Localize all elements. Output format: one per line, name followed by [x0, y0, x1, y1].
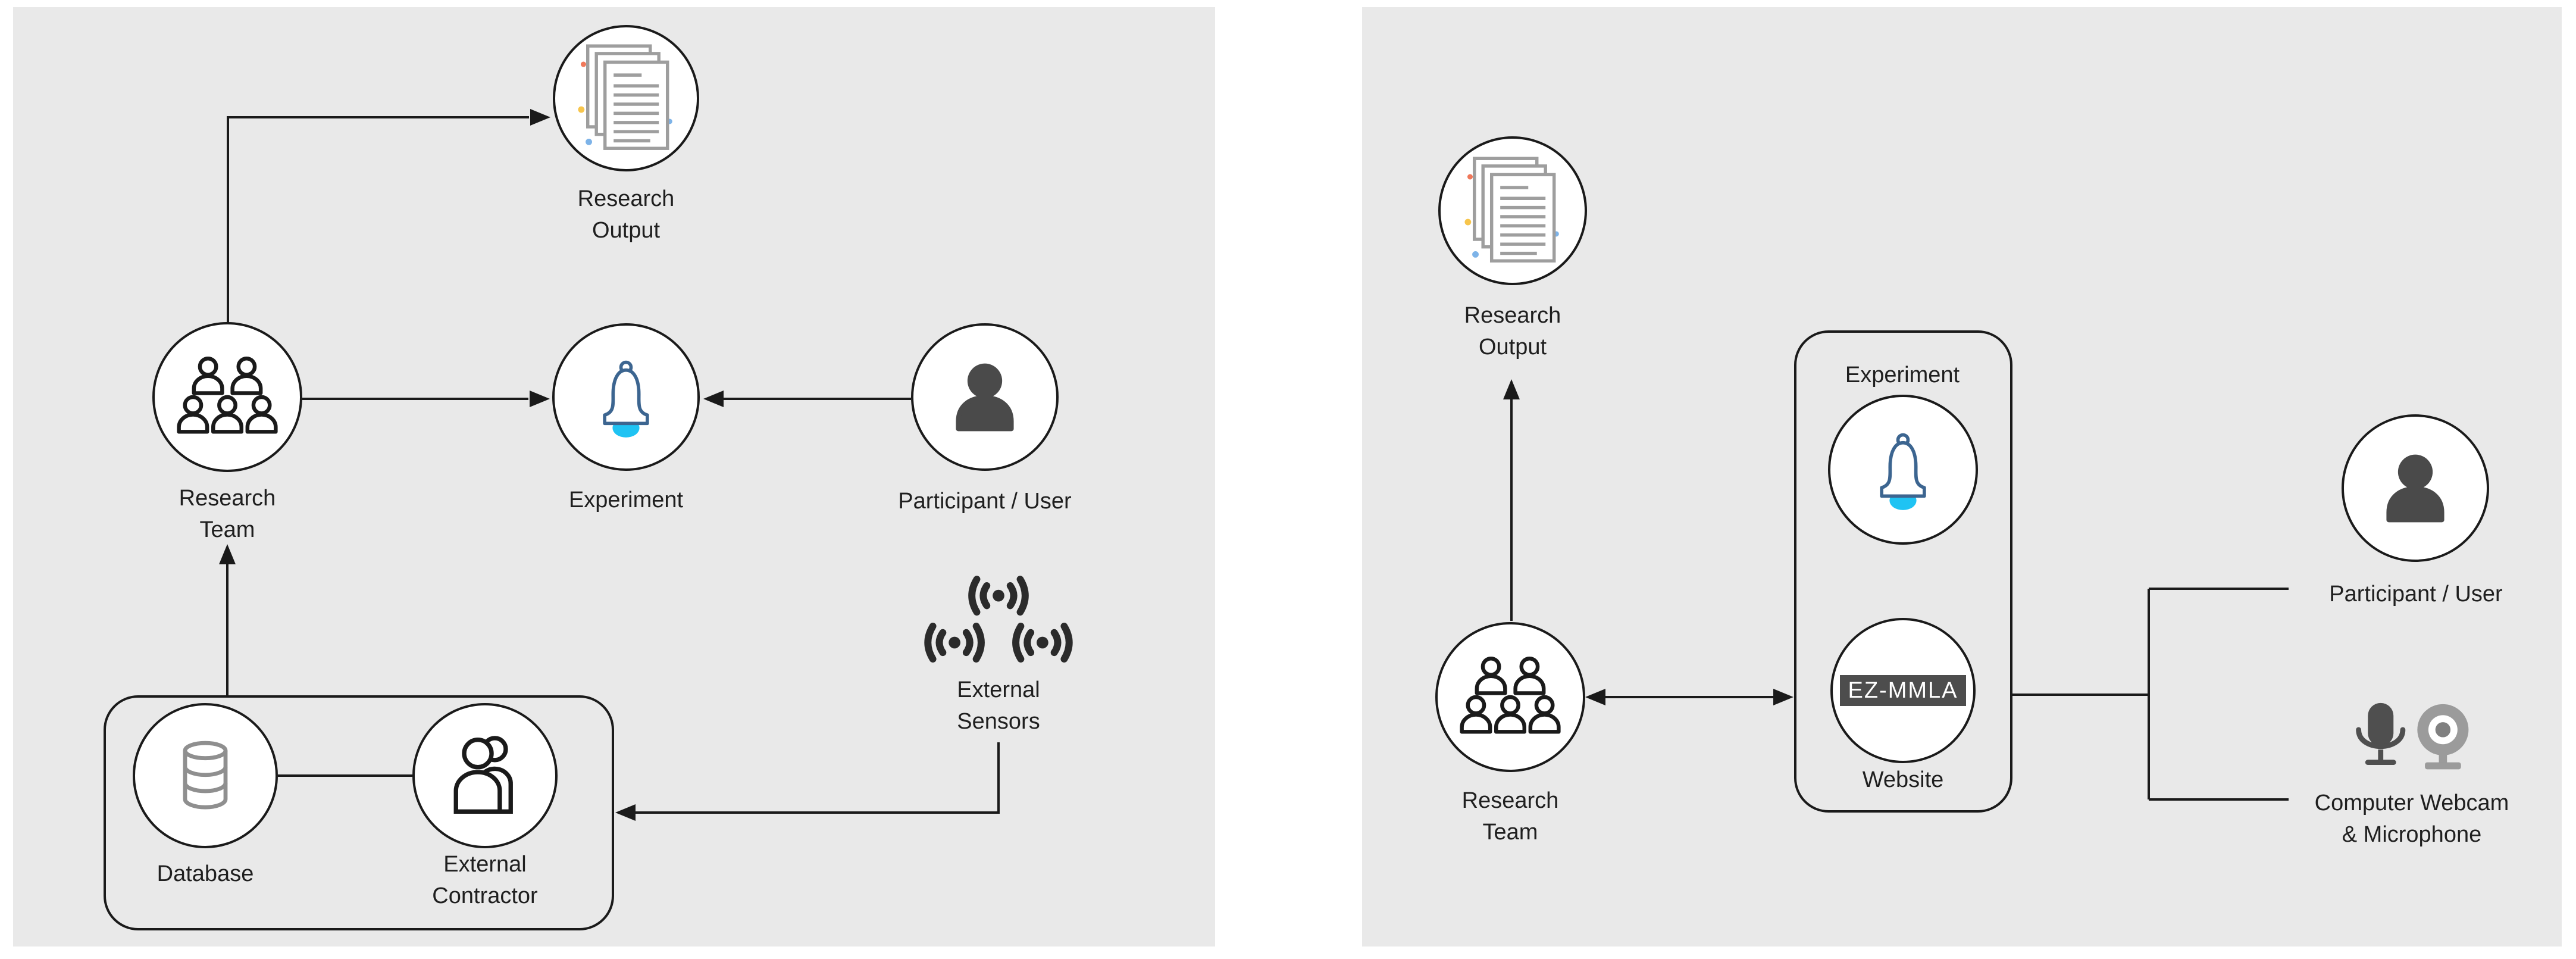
team-icon — [1457, 652, 1564, 742]
connector-participant-to-experiment — [703, 391, 911, 407]
external-contractor-label: External Contractor — [432, 852, 538, 908]
website-label: Website — [1862, 767, 1944, 792]
external-contractor-group-box — [104, 695, 614, 930]
two-people-icon — [444, 730, 526, 821]
connector-contractor-box-to-research-team — [219, 544, 236, 695]
participant-label: Participant / User — [898, 489, 1072, 514]
ezmmla-website-node: EZ-MMLA — [1830, 618, 1976, 763]
external-contractor-node — [412, 703, 558, 848]
connector-research-team-to-research-output — [227, 109, 550, 327]
connector-website-to-participant-and-webcam — [2012, 588, 2289, 801]
database-cylinder-icon — [175, 736, 236, 815]
person-icon — [944, 357, 1025, 438]
research-output-label: Research Output — [577, 186, 675, 243]
research-team-label: Research Team — [179, 486, 276, 542]
webcam-microphone-label: Computer Webcam & Microphone — [2314, 791, 2509, 847]
database-label: Database — [156, 861, 254, 886]
research-output-node — [553, 25, 699, 171]
participant-node — [911, 323, 1059, 471]
experiment-node — [552, 323, 700, 471]
bell-icon — [587, 355, 665, 439]
experiment-group-title: Experiment — [1845, 363, 1960, 388]
traditional-workflow-panel: Research Output Research Team Experiment… — [13, 7, 1215, 946]
participant-label: Participant / User — [2329, 582, 2503, 607]
research-team-node — [1435, 622, 1585, 772]
connector-research-team-website-double-arrow — [1585, 689, 1794, 705]
experiment-bell-node — [1828, 395, 1978, 545]
bell-icon — [1864, 427, 1942, 512]
research-output-node — [1438, 136, 1587, 285]
connector-sensors-to-contractor-box — [615, 742, 1000, 821]
research-team-node — [152, 322, 302, 472]
documents-stack-icon — [1461, 153, 1564, 269]
research-team-label: Research Team — [1461, 788, 1559, 845]
team-icon — [174, 352, 281, 442]
connector-research-team-to-experiment — [302, 391, 550, 407]
experiment-group-box — [1794, 330, 2012, 813]
wireless-sensors-icon — [919, 568, 1078, 674]
database-node — [133, 703, 278, 848]
ezmmla-badge: EZ-MMLA — [1840, 675, 1966, 706]
ezmmla-workflow-panel: Research Output Research Team Experiment… — [1362, 7, 2562, 946]
external-sensors-label: External Sensors — [957, 677, 1040, 734]
connector-research-team-to-research-output — [1503, 379, 1520, 621]
research-output-label: Research Output — [1464, 303, 1561, 360]
microphone-webcam-icon — [2347, 699, 2481, 778]
participant-node — [2342, 414, 2489, 562]
person-icon — [2375, 448, 2456, 529]
documents-stack-icon — [575, 40, 677, 157]
experiment-label: Experiment — [568, 488, 684, 513]
